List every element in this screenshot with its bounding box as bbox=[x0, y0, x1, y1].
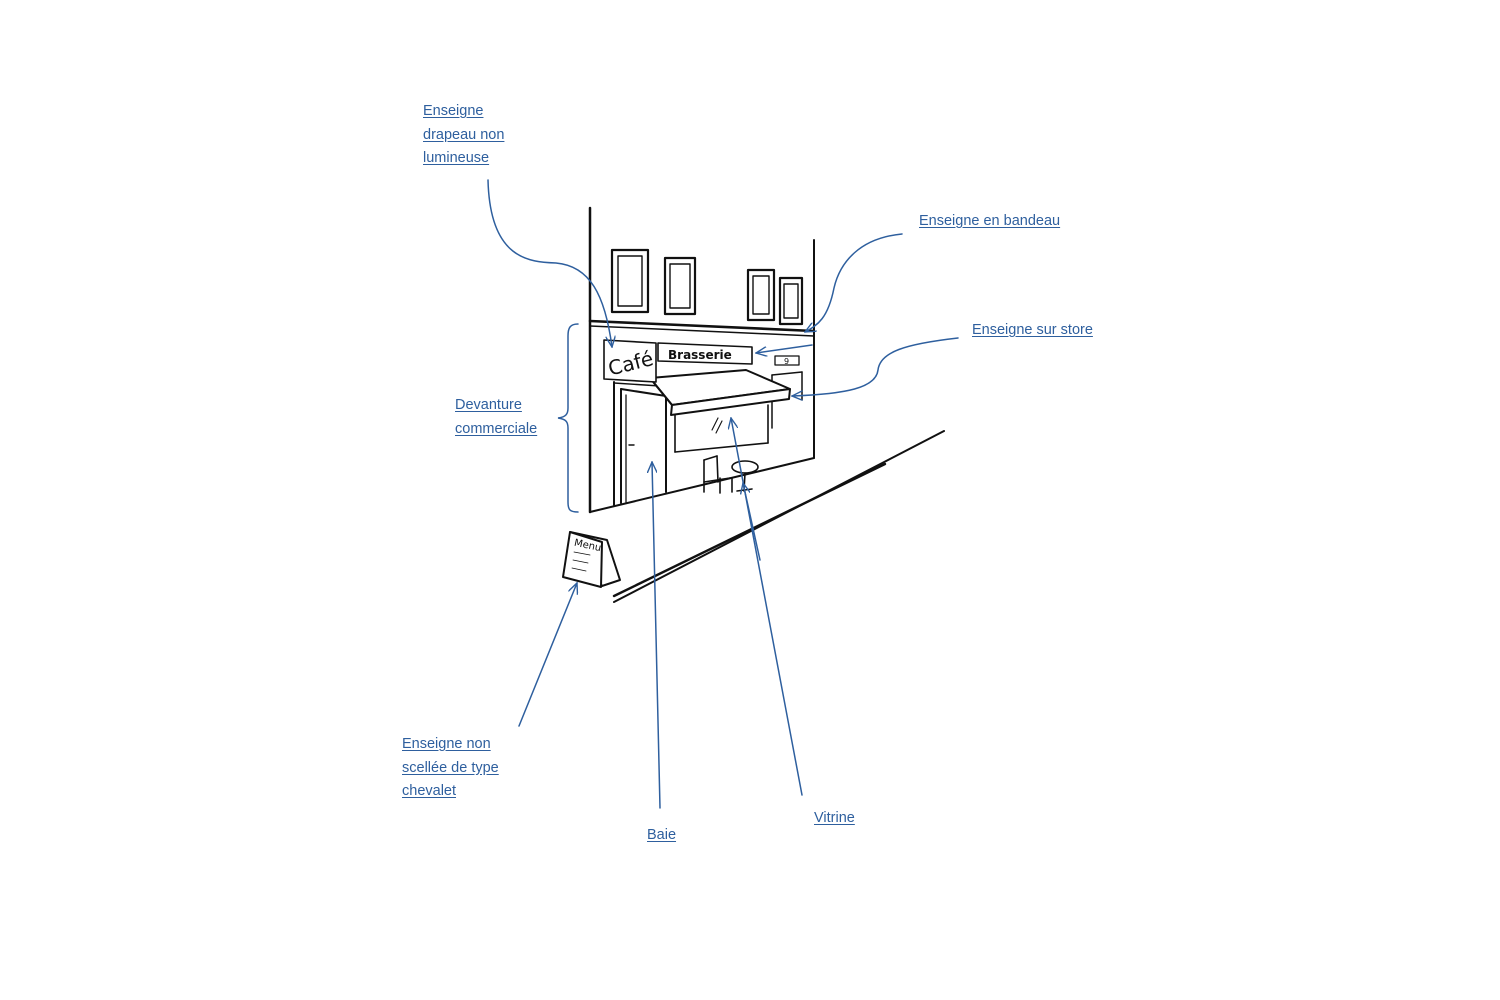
house-number-text: 9 bbox=[784, 357, 789, 366]
arrow-window bbox=[731, 418, 803, 796]
upper-window-4 bbox=[778, 276, 804, 326]
label-easel-sign[interactable]: Enseigne non scellée de type chevalet bbox=[402, 733, 499, 804]
arrow-awning-sign bbox=[792, 337, 959, 396]
terrace-chair bbox=[703, 455, 733, 494]
label-easel-sign-line-1: Enseigne non bbox=[402, 736, 491, 752]
label-flag-sign-line-3: lumineuse bbox=[423, 150, 490, 166]
arrow-easel-sign bbox=[518, 583, 577, 727]
arrow-band-sign-tip bbox=[756, 344, 813, 353]
label-bay-line-1: Baie bbox=[647, 827, 677, 843]
upper-window-1 bbox=[610, 248, 650, 314]
cornice-line-bottom bbox=[589, 325, 815, 337]
house-number-plate bbox=[774, 355, 800, 366]
cafe-flag-sign bbox=[603, 339, 657, 383]
brasserie-sign-text: Brasserie bbox=[668, 348, 732, 362]
label-window-line-1: Vitrine bbox=[814, 810, 855, 826]
building-base-line bbox=[589, 457, 815, 513]
label-window[interactable]: Vitrine bbox=[814, 807, 855, 831]
building-sketch bbox=[562, 206, 945, 603]
arrow-flag-sign bbox=[487, 179, 612, 347]
awning bbox=[649, 369, 791, 416]
label-easel-sign-line-3: chevalet bbox=[402, 783, 457, 799]
upper-window-3 bbox=[746, 268, 776, 322]
door-bay bbox=[620, 388, 667, 504]
shop-window bbox=[674, 404, 769, 453]
label-awning-sign-line-1: Enseigne sur store bbox=[972, 322, 1093, 338]
label-flag-sign[interactable]: Enseigne drapeau non lumineuse bbox=[423, 100, 504, 171]
label-awning-sign[interactable]: Enseigne sur store bbox=[972, 319, 1093, 343]
brasserie-band-sign bbox=[657, 342, 753, 365]
upper-window-2 bbox=[663, 256, 697, 316]
label-flag-sign-line-2: drapeau non bbox=[423, 126, 505, 143]
label-shopfront-line-2: commerciale bbox=[455, 420, 538, 437]
label-shopfront-line-1: Devanture bbox=[455, 397, 522, 413]
label-flag-sign-line-1: Enseigne bbox=[423, 103, 484, 119]
label-shopfront[interactable]: Devanture commerciale bbox=[455, 394, 537, 441]
label-easel-sign-line-2: scellée de type bbox=[402, 759, 499, 776]
cornice-line-top bbox=[588, 319, 816, 333]
label-bay[interactable]: Baie bbox=[647, 824, 676, 848]
shopfront-brace bbox=[557, 323, 579, 513]
label-band-sign[interactable]: Enseigne en bandeau bbox=[919, 210, 1060, 234]
shopfront-top-line bbox=[613, 382, 661, 387]
label-band-sign-line-1: Enseigne en bandeau bbox=[919, 213, 1061, 229]
easel-menu-board bbox=[562, 531, 621, 588]
arrow-bay bbox=[652, 462, 661, 809]
arrow-band-sign bbox=[805, 233, 903, 332]
kerb-line-2 bbox=[613, 430, 945, 603]
annotation-arrows bbox=[487, 179, 959, 809]
arrow-window-table bbox=[743, 483, 761, 561]
